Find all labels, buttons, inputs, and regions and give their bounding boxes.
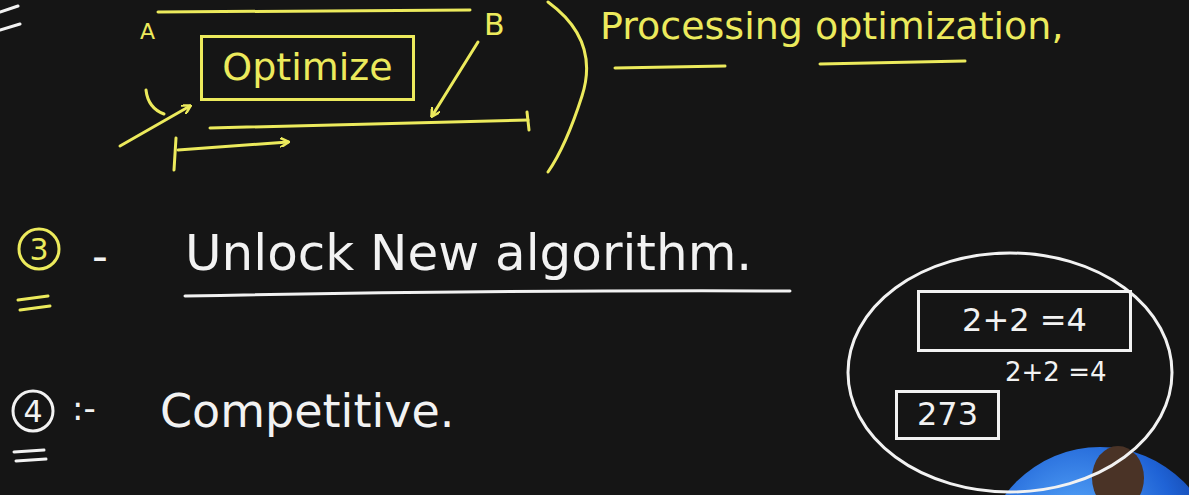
callout-circle: 4 xyxy=(10,388,56,434)
callout-circle: 3 xyxy=(16,226,62,272)
node-text: 3 xyxy=(29,233,48,266)
point-label: B xyxy=(484,8,505,41)
node-text: 4 xyxy=(23,395,42,428)
list-item: Competitive. xyxy=(160,386,454,437)
dash: - xyxy=(92,232,108,280)
webcam-overlay xyxy=(982,446,1189,495)
heading-note: Processing optimization, xyxy=(600,6,1064,48)
process-box: Optimize xyxy=(200,35,415,101)
node-text: 2+2 =4 xyxy=(962,303,1087,338)
group-ellipse: 2+2 =4 2+2 =4 273 xyxy=(845,250,1175,495)
number-box: 273 xyxy=(895,390,1000,440)
edge-marks xyxy=(0,6,20,30)
sum-box: 2+2 =4 xyxy=(917,290,1132,352)
dash: :- xyxy=(72,390,96,427)
underlines xyxy=(14,291,790,461)
point-label: A xyxy=(140,20,155,44)
node-text: Optimize xyxy=(222,47,392,89)
node-text: 2+2 =4 xyxy=(1005,358,1106,387)
node-text: 273 xyxy=(917,397,978,432)
list-item: Unlock New algorithm. xyxy=(185,226,752,281)
